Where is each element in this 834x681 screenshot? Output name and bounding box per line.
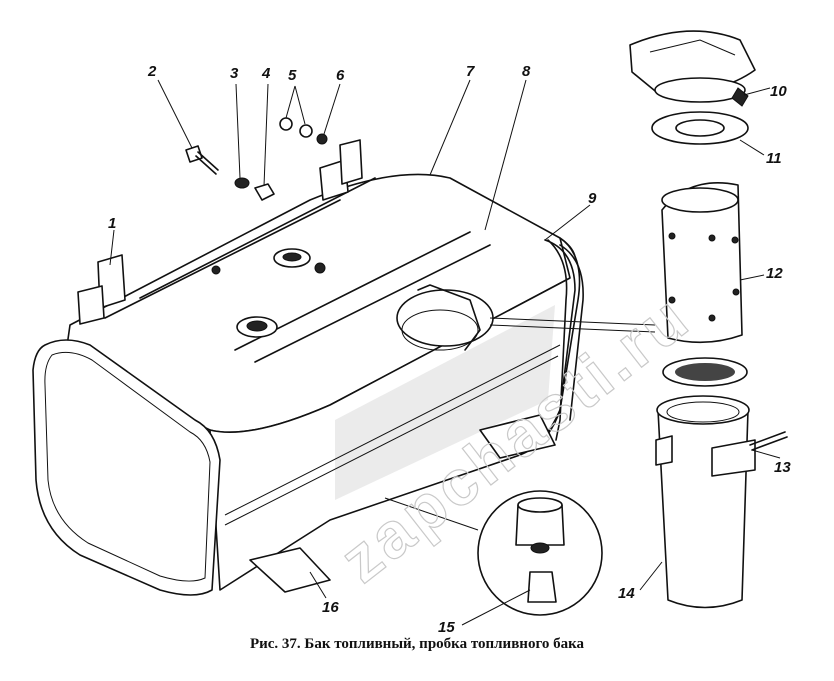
gasket	[651, 111, 749, 145]
leader-lines	[109, 79, 781, 626]
callout-4: 4	[261, 65, 271, 82]
callout-12: 12	[766, 265, 783, 282]
callout-16: 16	[322, 599, 339, 616]
callout-6: 6	[336, 67, 345, 84]
filler-cap	[629, 30, 756, 107]
callout-1: 1	[108, 215, 116, 232]
callout-13: 13	[774, 459, 791, 476]
callout-2: 2	[147, 63, 157, 80]
callout-3: 3	[230, 65, 239, 82]
callout-15: 15	[438, 619, 455, 636]
filler-tube	[655, 395, 788, 609]
callout-14: 14	[618, 585, 635, 602]
callout-9: 9	[588, 190, 597, 207]
callout-11: 11	[766, 150, 782, 167]
fasteners	[185, 117, 328, 201]
figure-caption: Рис. 37. Бак топливный, пробка топливног…	[249, 636, 585, 652]
filter-strainer	[661, 182, 748, 387]
callout-5: 5	[288, 67, 297, 84]
drain-plug-detail	[477, 490, 603, 616]
callout-7: 7	[466, 63, 475, 80]
fuel-tank	[32, 139, 584, 596]
callout-10: 10	[770, 83, 787, 100]
callout-8: 8	[522, 63, 531, 80]
callout-labels: 1 2 3 4 5 6 7 8 9 10 11 12 13 14 15 16	[108, 63, 791, 636]
